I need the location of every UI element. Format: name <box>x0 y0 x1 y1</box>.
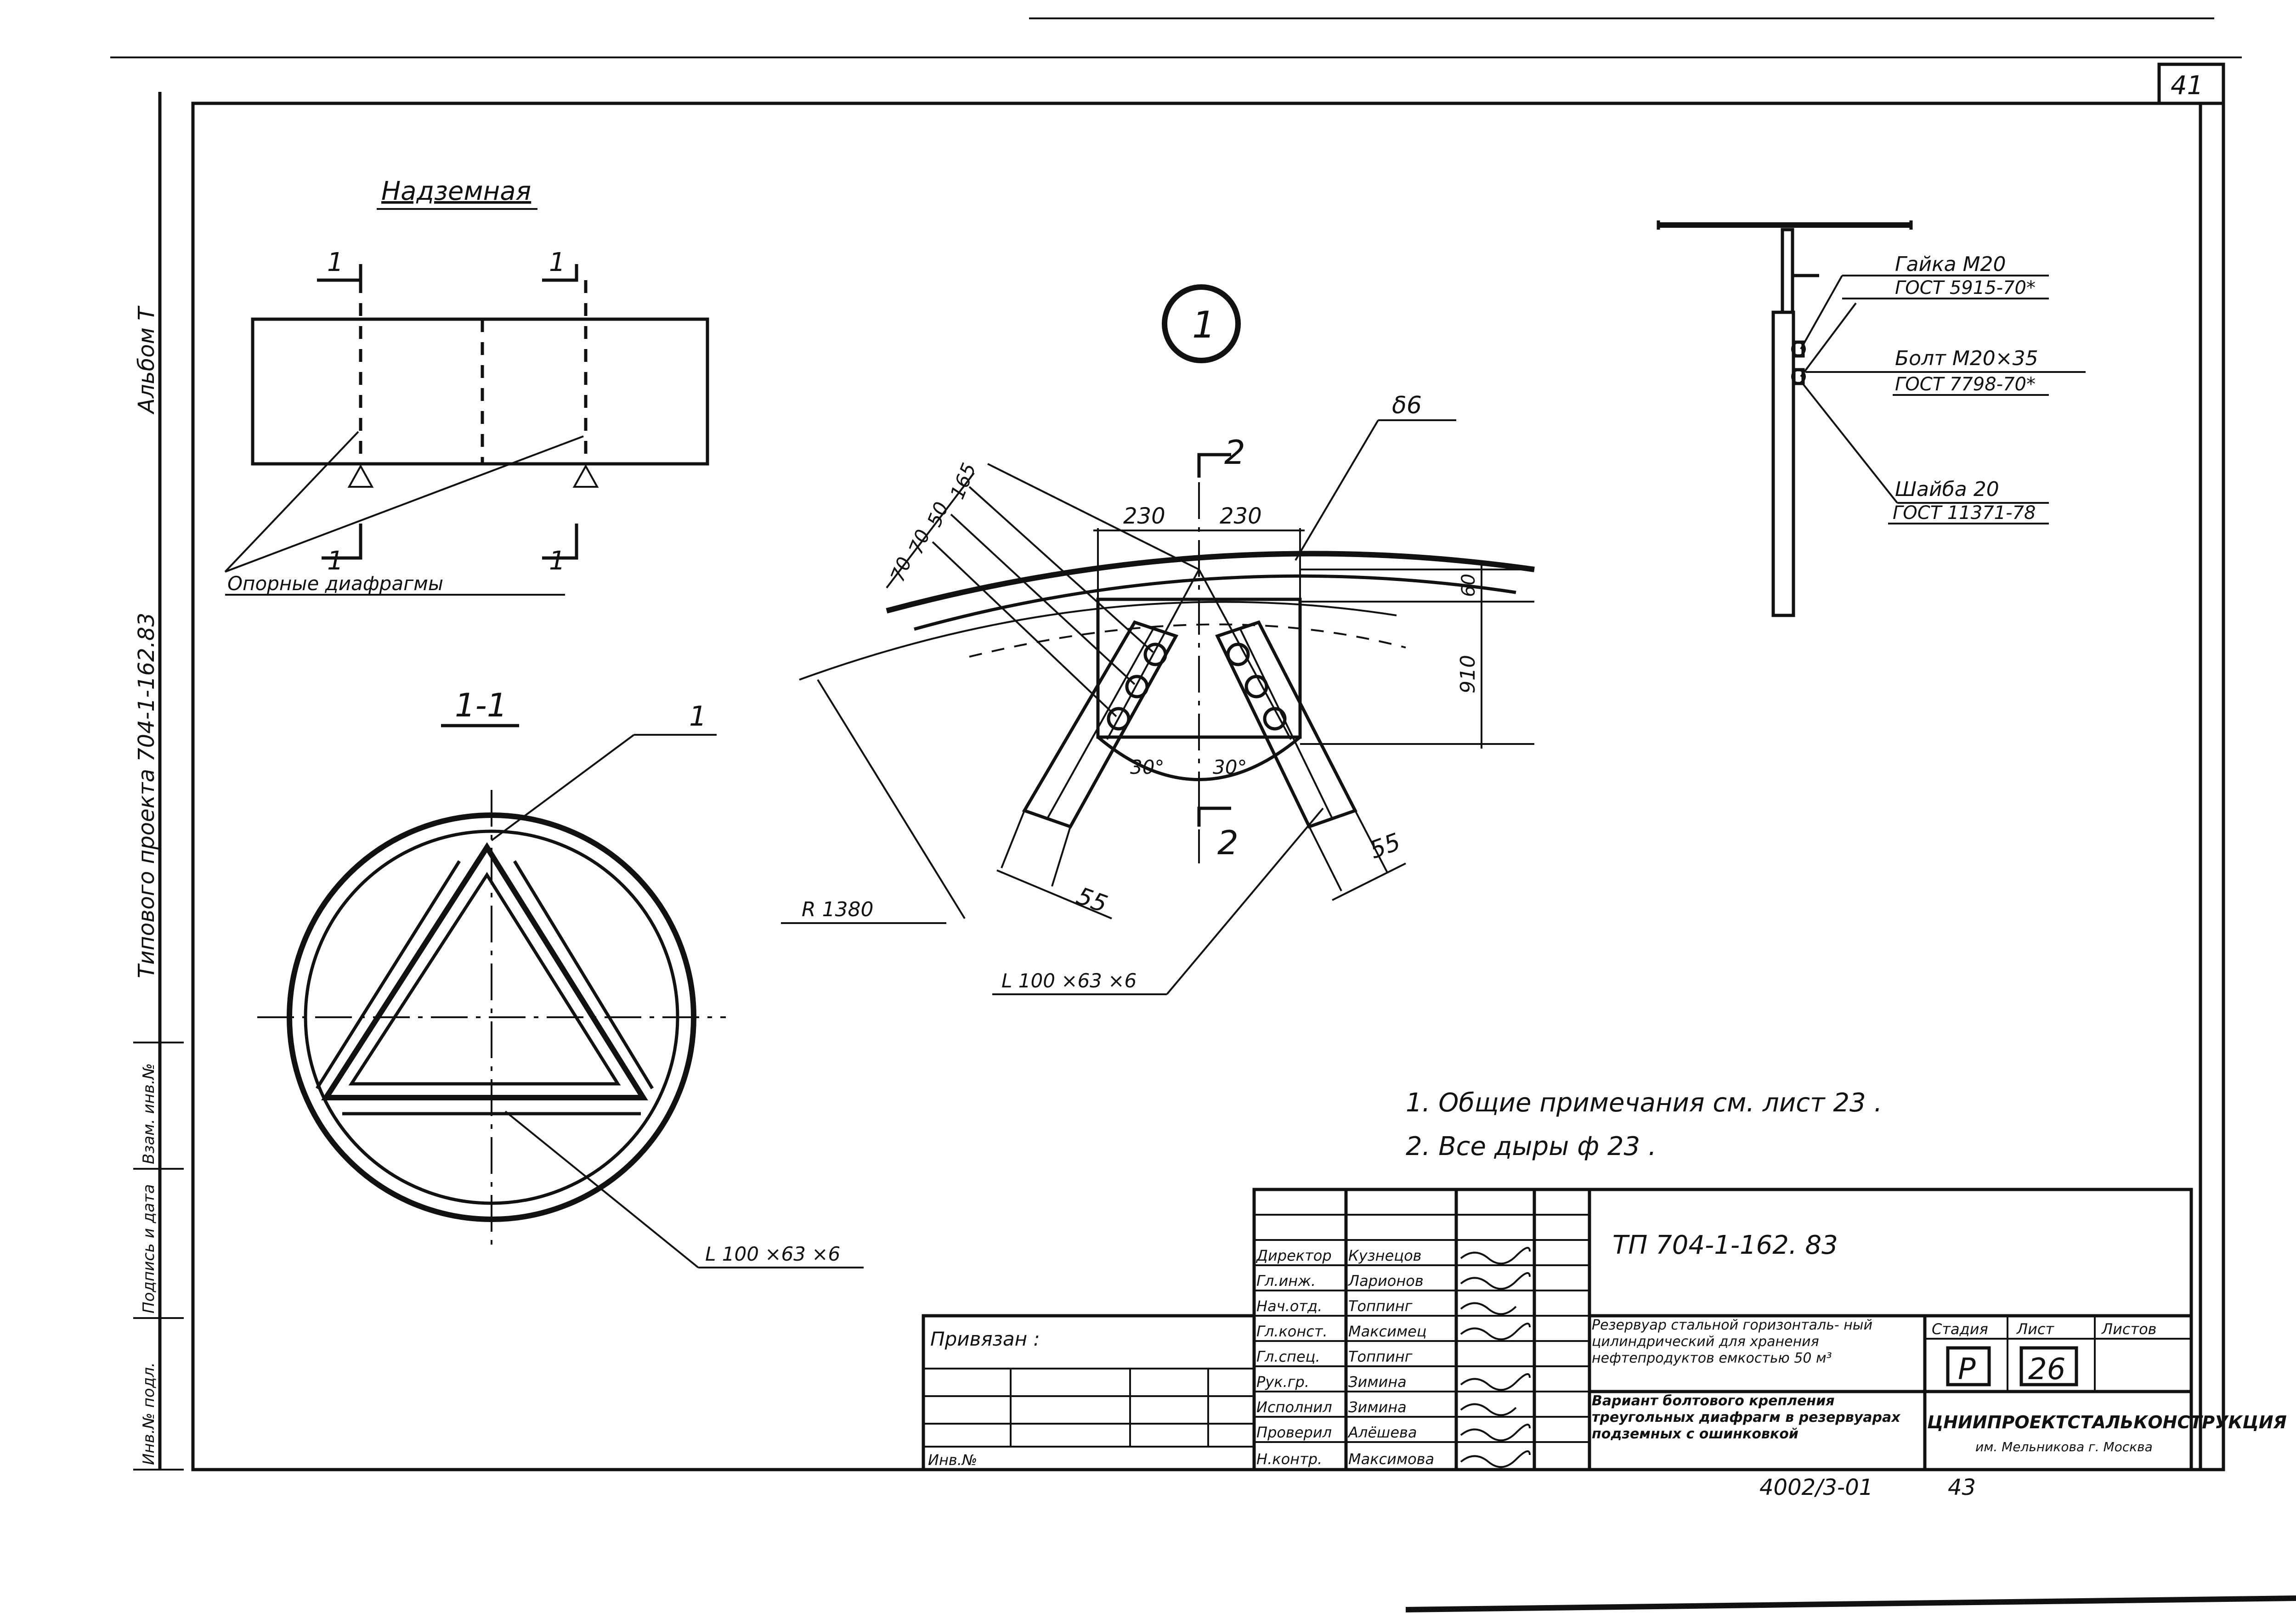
radius-label: R 1380 <box>802 898 874 921</box>
fastener-bolt-standard: ГОСТ 7798-70* <box>1895 374 2036 395</box>
fastener-detail: Гайка М20 ГОСТ 5915-70* Болт М20×35 ГОСТ… <box>1657 220 2086 617</box>
role-7: Проверил <box>1256 1424 1332 1441</box>
inv-label: Инв.№ <box>928 1451 977 1469</box>
radius-arc <box>799 601 1397 681</box>
organization-sub: им. Мельникова г. Москва <box>1975 1439 2153 1454</box>
sheet-number-box <box>2157 62 2225 105</box>
node-number: 1 <box>1192 304 1216 346</box>
fastener-bolt-name: Болт М20×35 <box>1895 347 2038 370</box>
section-mark-1b: 1 <box>549 248 566 277</box>
view-above-ground: Надземная 1 1 1 1 Опорные диафрагмы <box>224 176 709 596</box>
fastener-stiffener <box>1771 310 1795 617</box>
fastener-nut-name: Гайка М20 <box>1895 253 2006 276</box>
dim-height: 910 <box>1456 655 1480 693</box>
footer-page: 43 <box>1948 1475 1976 1500</box>
object-name-text: Резервуар стальной горизонталь- ный цили… <box>1592 1317 1873 1366</box>
sheet-number: 41 <box>2171 71 2203 101</box>
dim-half-left: 230 <box>1123 503 1165 529</box>
edge-right-label: 55 <box>1366 828 1404 864</box>
note-1: 1. Общие примечания см. лист 23 . <box>1406 1088 1882 1118</box>
role-name-8: Максимова <box>1348 1450 1434 1468</box>
note-2: 2. Все дыры ф 23 . <box>1406 1132 1657 1161</box>
dim-top: 60 <box>1458 574 1479 597</box>
plate-thickness-label: δ6 <box>1392 392 1422 419</box>
sheet-label: Лист <box>2016 1320 2054 1338</box>
section-1-1-callout: 1 <box>689 700 707 733</box>
binding-field-signature: Подпись и дата <box>140 1184 158 1313</box>
object-name-block: Резервуар стальной горизонталь- ный цили… <box>1592 1317 1900 1442</box>
role-name-7: Алёшева <box>1347 1424 1417 1441</box>
dim-bolt-pitch-4: 165 <box>946 460 980 502</box>
dim-bolt-pitch-1: 70 <box>886 554 916 585</box>
section-1-1-profile-label: L 100 ×63 ×6 <box>705 1243 840 1265</box>
fastener-nut-standard: ГОСТ 5915-70* <box>1895 277 2036 299</box>
role-name-3: Максимец <box>1348 1323 1427 1340</box>
role-4: Гл.спец. <box>1256 1348 1320 1365</box>
dim-half-right: 230 <box>1220 503 1262 529</box>
role-5: Рук.гр. <box>1256 1373 1309 1391</box>
general-notes: 1. Общие примечания см. лист 23 . 2. Все… <box>1406 1088 1882 1161</box>
role-0: Директор <box>1255 1247 1332 1264</box>
node-1-detail: 1 2 2 <box>781 284 1535 995</box>
angle-right-label: 30° <box>1213 756 1247 778</box>
support-triangle-right <box>572 464 599 488</box>
sheets-label: Листов <box>2101 1320 2157 1338</box>
fastener-washer-standard: ГОСТ 11371-78 <box>1893 502 2036 524</box>
tank-body-rect <box>251 317 709 466</box>
fastener-washer-name: Шайба 20 <box>1895 478 1999 501</box>
angle-left-label: 30° <box>1130 756 1164 778</box>
section-mark-1a: 1 <box>327 248 344 277</box>
role-name-1: Ларионов <box>1348 1272 1424 1290</box>
title-block: Директор Кузнецов Гл.инж. Ларионов Нач.о… <box>922 1188 2287 1471</box>
role-8: Н.контр. <box>1256 1450 1322 1468</box>
binding-field-inv: Инв.№ подл. <box>140 1362 158 1465</box>
role-name-5: Зимина <box>1348 1373 1407 1391</box>
section-1-1: 1-1 1 L 100 ×63 ×6 <box>257 687 864 1268</box>
view-above-ground-title: Надземная <box>381 176 531 206</box>
binding-strip: Альбом Т Типового проекта 704-1-162.83 И… <box>133 92 184 1471</box>
sheet-top-edge <box>110 17 2242 58</box>
node-profile-label: L 100 ×63 ×6 <box>1001 969 1137 992</box>
document-code: ТП 704-1-162. 83 <box>1612 1230 1838 1260</box>
sheet-value: 26 <box>2028 1352 2065 1386</box>
role-2: Нач.отд. <box>1256 1297 1322 1315</box>
tied-label: Привязан : <box>930 1328 1040 1350</box>
stage-label: Стадия <box>1932 1320 1988 1338</box>
node-number-circle <box>1162 284 1241 363</box>
section-mark-1c: 1 <box>327 546 344 576</box>
role-name-0: Кузнецов <box>1348 1247 1422 1264</box>
stage-value: Р <box>1958 1352 1976 1386</box>
node-section-mark-bottom: 2 <box>1217 823 1238 862</box>
organization-name: ЦНИИПРОЕКТСТАЛЬКОНСТРУКЦИЯ <box>1927 1412 2287 1432</box>
binding-album-label: Альбом Т <box>134 305 159 415</box>
dim-bolt-pitch-3: 50 <box>923 499 953 530</box>
role-3: Гл.конст. <box>1256 1323 1328 1340</box>
node-section-mark-top: 2 <box>1224 433 1245 472</box>
footer-stamp: 4002/3-01 <box>1759 1475 1873 1500</box>
shell-arc-outer <box>886 551 1535 614</box>
signatures <box>1460 1247 1531 1468</box>
triangle-diaphragm <box>316 842 654 1116</box>
support-diaphragm-label: Опорные диафрагмы <box>227 572 443 595</box>
binding-project-label: Типового проекта 704-1-162.83 <box>134 613 159 978</box>
role-1: Гл.инж. <box>1256 1272 1316 1290</box>
section-mark-1d: 1 <box>549 546 566 576</box>
edge-left-label: 55 <box>1073 882 1111 919</box>
role-name-2: Топпинг <box>1348 1297 1413 1315</box>
role-name-6: Зимина <box>1348 1398 1407 1416</box>
sheet-title-text: Вариант болтового крепления треугольных … <box>1592 1393 1900 1442</box>
binding-field-replace: Взам. инв.№ <box>140 1063 158 1164</box>
role-name-4: Топпинг <box>1348 1348 1413 1365</box>
shell-arc-inner <box>914 574 1516 631</box>
support-triangle-left <box>347 464 374 488</box>
section-1-1-title: 1-1 <box>455 687 507 724</box>
role-6: Исполнил <box>1256 1398 1332 1416</box>
